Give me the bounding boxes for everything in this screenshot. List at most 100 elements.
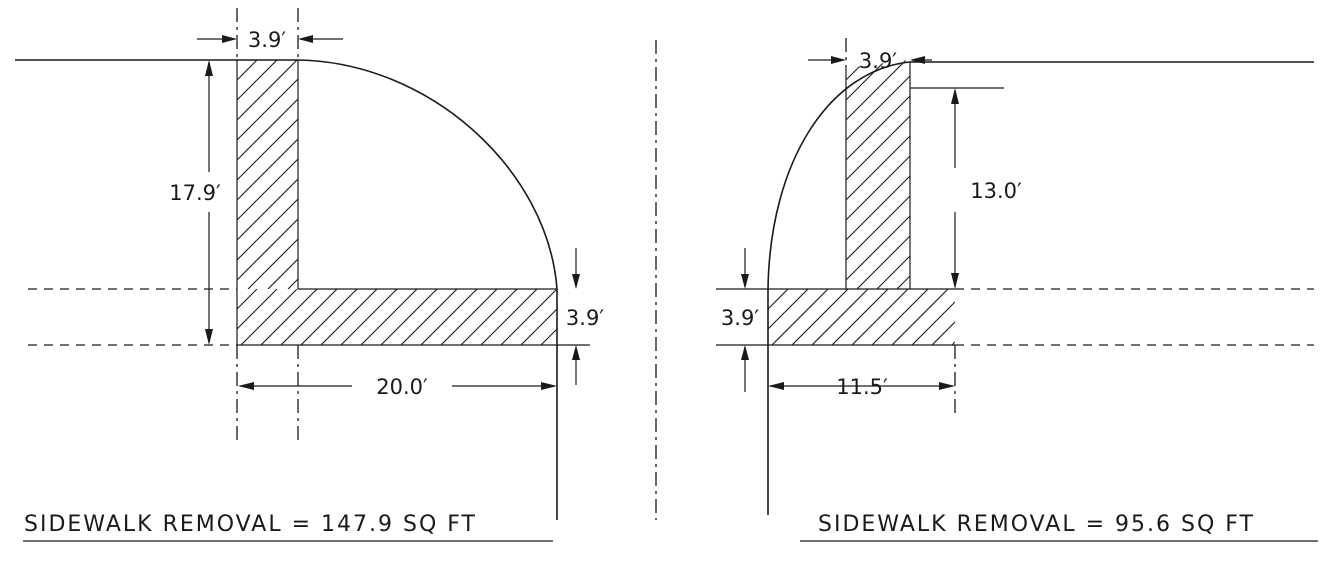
right-detail: 3.9′ 13.0′ 3.9′ 11.5′ SIDEWA xyxy=(716,38,1329,542)
hatch-line xyxy=(260,289,318,345)
hatch-line xyxy=(237,98,298,161)
hatch-line xyxy=(771,289,829,345)
hatch-line xyxy=(237,78,298,141)
hatch-line xyxy=(896,60,910,289)
right-horizontal-dimension: 11.5′ xyxy=(768,375,955,399)
hatch-line xyxy=(328,60,557,289)
hatch-line xyxy=(488,60,717,289)
hatch-line xyxy=(1117,60,1329,289)
hatch-line xyxy=(500,289,557,345)
hatch-line xyxy=(440,289,498,345)
hatch-line xyxy=(287,278,298,289)
hatch-line xyxy=(520,308,557,345)
hatch-line xyxy=(408,60,637,289)
hatch-line xyxy=(1137,60,1329,289)
left-vertical-dimension: 17.9′ xyxy=(169,60,221,345)
hatch-line xyxy=(937,60,1166,289)
left-vertical-label: 17.9′ xyxy=(169,181,221,205)
hatch-line xyxy=(917,60,1146,289)
right-hatch-horizontal xyxy=(768,289,1048,345)
right-left-width-label: 3.9′ xyxy=(721,306,759,330)
hatch-line xyxy=(891,289,949,345)
hatch-line xyxy=(240,289,298,345)
hatch-line xyxy=(340,289,398,345)
hatch-line xyxy=(300,289,358,345)
hatch-line xyxy=(1037,60,1266,289)
hatch-line xyxy=(768,289,809,330)
hatch-line xyxy=(871,289,929,345)
left-hatch-vertical xyxy=(237,60,737,289)
hatch-line xyxy=(267,258,298,289)
hatch-line xyxy=(601,289,657,345)
right-vertical-label: 13.0′ xyxy=(970,179,1022,203)
hatch-line xyxy=(831,289,889,345)
hatch-line xyxy=(1097,60,1326,289)
hatch-line xyxy=(368,60,597,289)
hatch-line xyxy=(997,60,1226,289)
right-left-width-dimension: 3.9′ xyxy=(716,248,768,392)
hatch-line xyxy=(846,60,867,289)
hatch-line xyxy=(992,289,1048,345)
hatch-line xyxy=(247,238,298,289)
hatch-line xyxy=(957,60,1186,289)
hatch-line xyxy=(811,289,869,345)
hatch-line xyxy=(540,328,557,345)
hatch-line xyxy=(846,60,910,289)
left-horizontal-label: 20.0′ xyxy=(376,375,428,399)
hatch-line xyxy=(1077,60,1306,289)
hatch-line xyxy=(237,158,298,221)
right-top-width-dimension: 3.9′ xyxy=(808,49,932,73)
hatch-line xyxy=(460,289,518,345)
hatch-line xyxy=(911,301,955,345)
hatch-line xyxy=(237,289,278,330)
hatch-line xyxy=(428,60,657,289)
hatch-line xyxy=(972,289,1028,345)
hatch-line xyxy=(320,289,378,345)
hatch-line xyxy=(468,60,697,289)
hatch-line xyxy=(237,118,298,181)
hatch-line xyxy=(508,60,737,289)
right-hatch-vertical xyxy=(846,60,1329,289)
hatch-line xyxy=(237,60,258,81)
hatch-line xyxy=(931,321,955,345)
hatch-line xyxy=(846,60,910,289)
hatch-line xyxy=(448,60,677,289)
hatch-line xyxy=(237,289,258,310)
left-detail: 3.9′ 17.9′ 3.9′ 20.0′ SIDEWA xyxy=(15,8,737,542)
left-right-width-dimension: 3.9′ xyxy=(557,248,604,385)
hatch-line xyxy=(380,289,438,345)
left-horizontal-dimension: 20.0′ xyxy=(238,375,557,399)
hatch-line xyxy=(768,289,789,310)
hatch-line xyxy=(846,60,910,289)
hatch-line xyxy=(237,60,238,61)
hatch-line xyxy=(348,60,577,289)
hatch-line xyxy=(1017,60,1246,289)
right-top-width-label: 3.9′ xyxy=(859,49,897,73)
left-curb-radius-arc xyxy=(297,59,558,290)
hatch-line xyxy=(846,60,907,289)
hatch-line xyxy=(1057,60,1286,289)
hatch-line xyxy=(846,60,847,289)
left-right-width-label: 3.9′ xyxy=(566,306,604,330)
right-curb-radius-arc xyxy=(767,61,911,290)
hatch-line xyxy=(876,60,910,289)
hatch-line xyxy=(237,198,298,261)
hatch-line xyxy=(846,60,910,289)
hatch-line xyxy=(846,60,910,289)
left-top-width-dimension: 3.9′ xyxy=(197,28,343,52)
hatch-line xyxy=(851,289,909,345)
hatch-line xyxy=(420,289,478,345)
hatch-line xyxy=(846,60,910,289)
hatch-line xyxy=(400,289,458,345)
right-caption: SIDEWALK REMOVAL = 95.6 SQ FT xyxy=(818,512,1255,537)
hatch-line xyxy=(846,60,910,289)
hatch-line xyxy=(977,60,1206,289)
hatch-line xyxy=(846,60,910,289)
hatch-line xyxy=(856,60,910,289)
right-horizontal-label: 11.5′ xyxy=(836,375,888,399)
hatch-line xyxy=(280,289,338,345)
hatch-line xyxy=(237,138,298,201)
hatch-line xyxy=(237,60,278,101)
hatch-line xyxy=(951,341,955,345)
